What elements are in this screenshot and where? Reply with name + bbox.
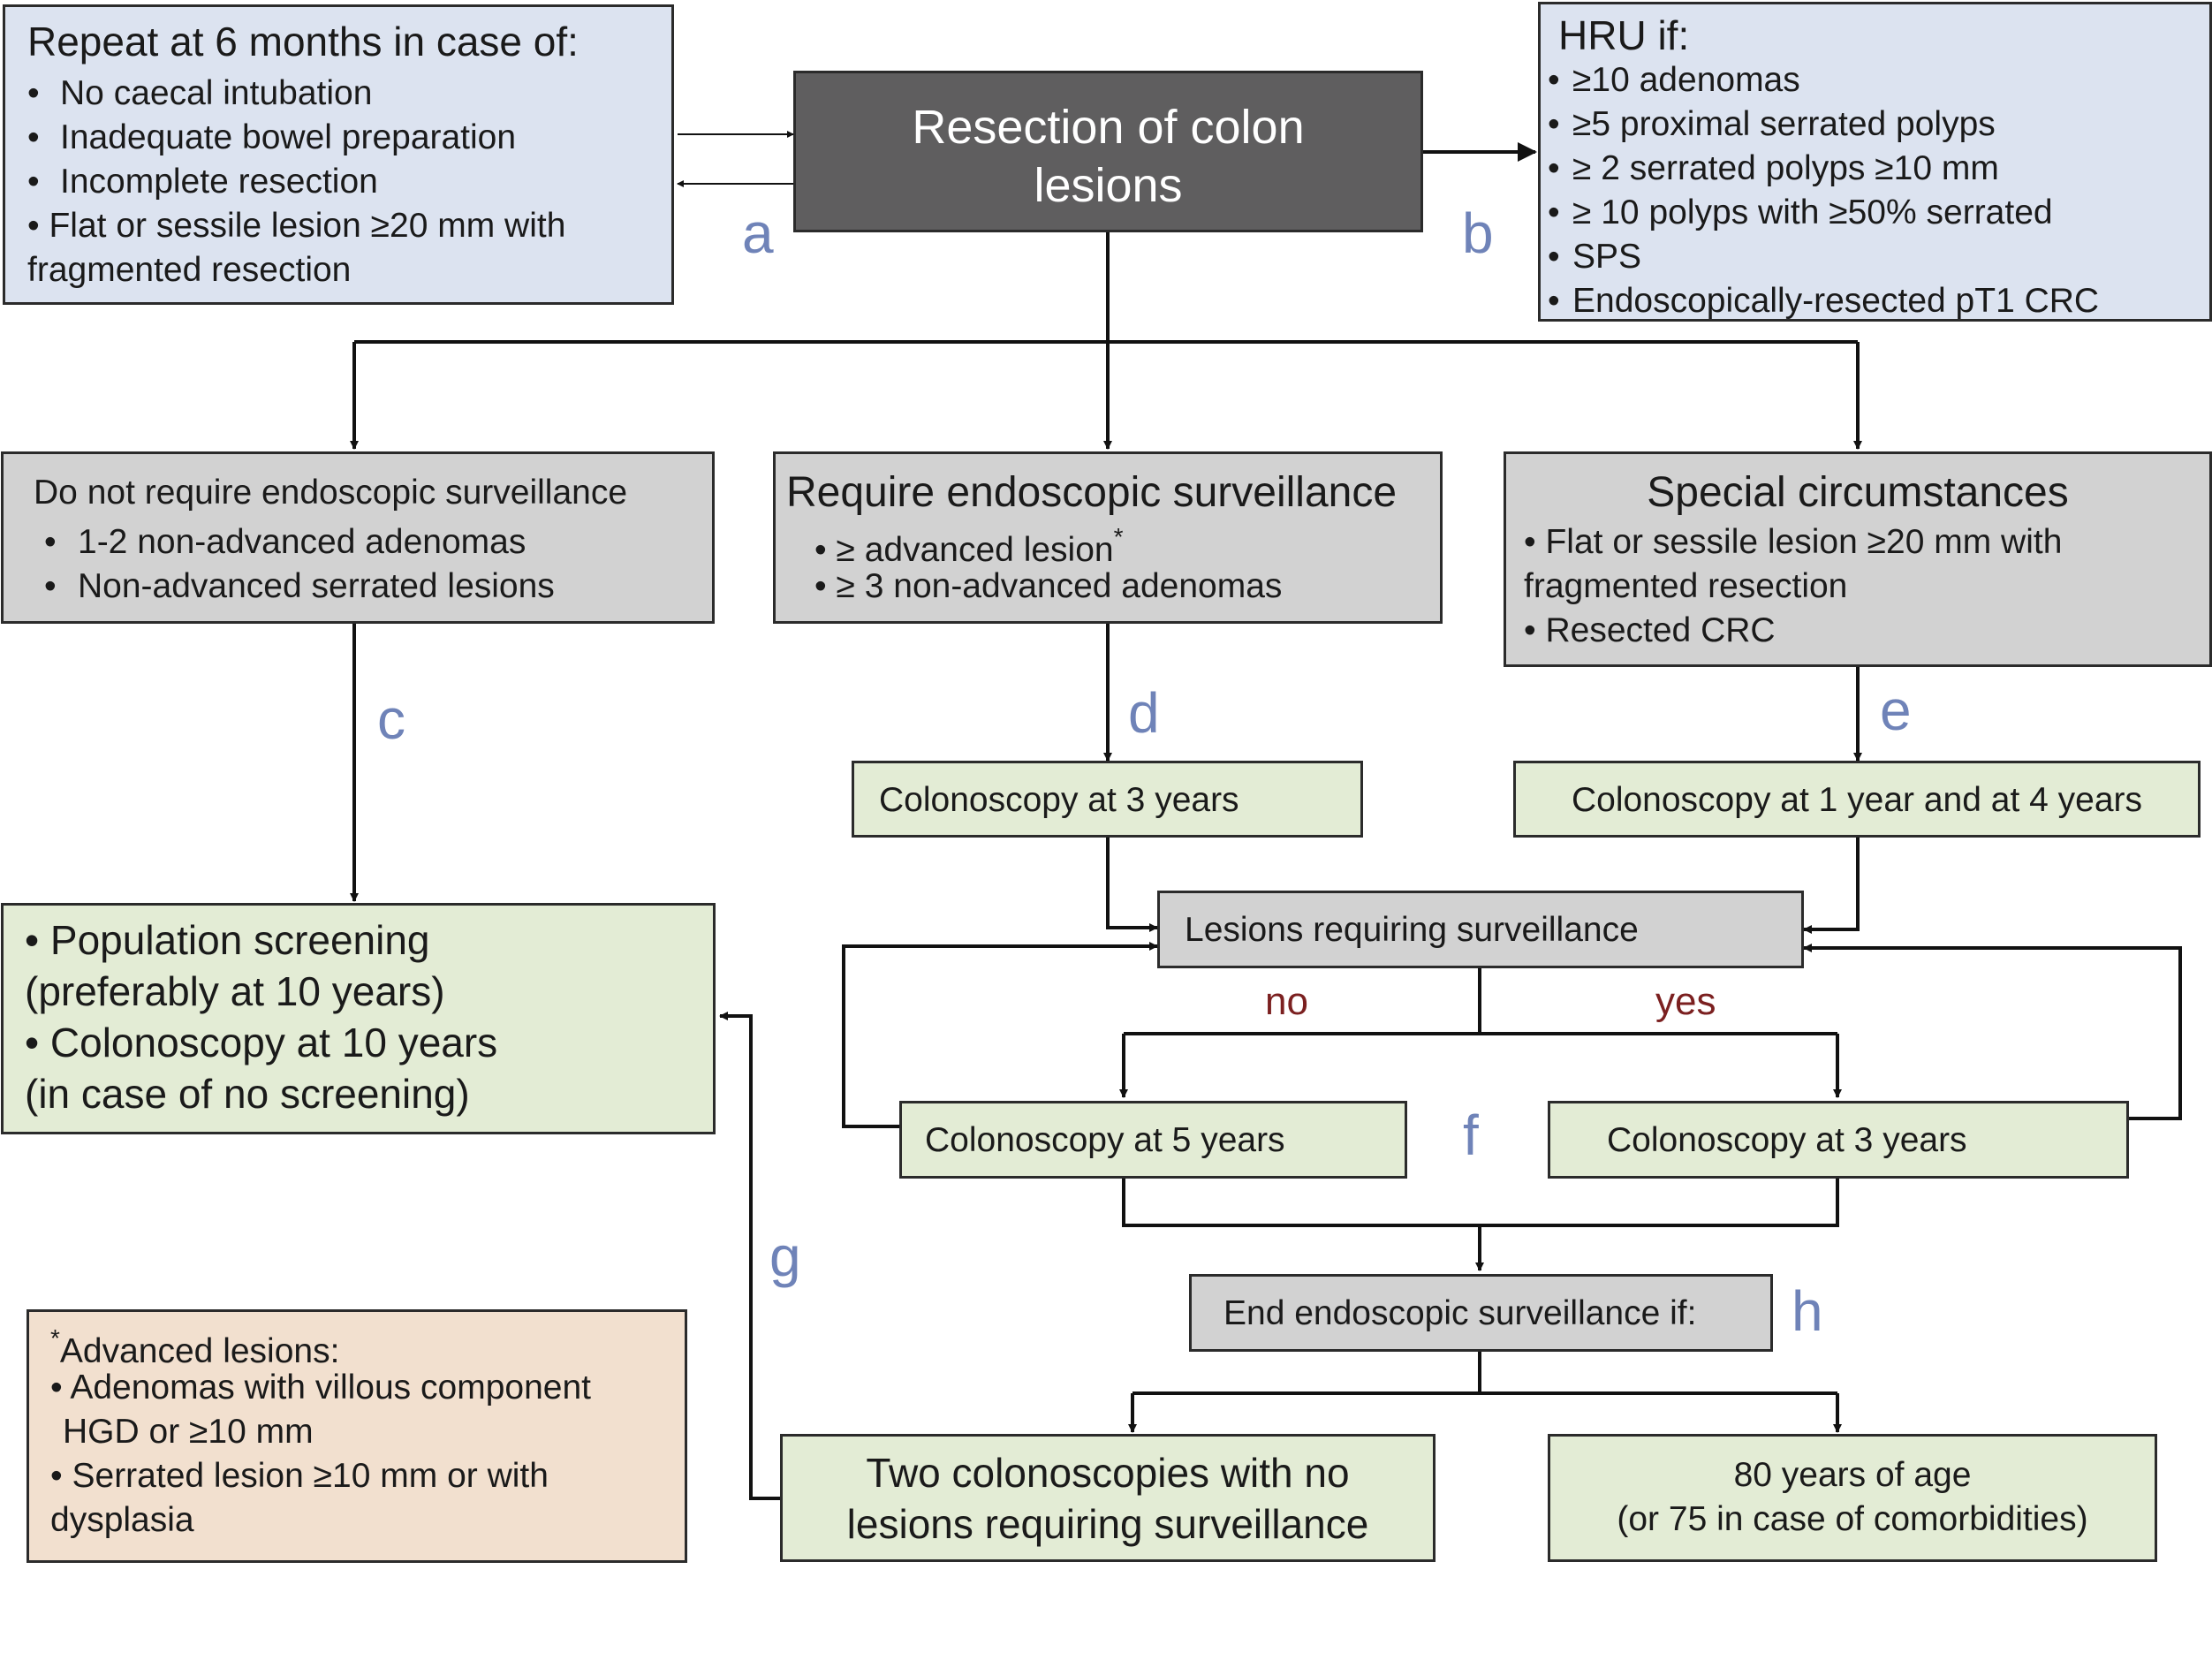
population-line-2: (preferably at 10 years) xyxy=(25,968,445,1014)
hru-item-3: ≥ 2 serrated polyps ≥10 mm xyxy=(1572,149,1999,187)
footnote-line-4: dysplasia xyxy=(50,1501,194,1539)
hru-item-1: ≥10 adenomas xyxy=(1572,61,1800,99)
repeat-item-2: Inadequate bowel preparation xyxy=(60,118,517,156)
repeat-item-4-line-1: • Flat or sessile lesion ≥20 mm with xyxy=(27,207,566,245)
lesions-requiring-surveillance-text: Lesions requiring surveillance xyxy=(1185,911,1639,949)
hru-bullet-4: • xyxy=(1548,193,1560,231)
lesions-requiring-surveillance-box: Lesions requiring surveillance xyxy=(1157,891,1804,968)
require-surveillance-item-2: • ≥ 3 non-advanced adenomas xyxy=(814,567,1283,605)
hru-item-5: SPS xyxy=(1572,238,1642,276)
hru-item-6: Endoscopically-resected pT1 CRC xyxy=(1572,282,2100,320)
arrow-g xyxy=(719,1012,780,1500)
two-colonoscopies-line-1: Two colonoscopies with no xyxy=(866,1450,1350,1496)
advanced-lesion-footnote-mark: * xyxy=(1113,523,1124,550)
require-surveillance-title: Require endoscopic surveillance xyxy=(786,469,1398,516)
hru-bullet-2: • xyxy=(1548,105,1560,143)
require-surveillance-item-1-text: • ≥ advanced lesion xyxy=(814,531,1114,569)
hru-item-4: ≥ 10 polyps with ≥50% serrated xyxy=(1572,193,2053,231)
no-surveillance-item-1: 1-2 non-advanced adenomas xyxy=(78,523,526,561)
special-line-3: • Resected CRC xyxy=(1524,611,1776,649)
repeat-bullet-2: • xyxy=(27,118,40,156)
hru-bullet-1: • xyxy=(1548,61,1560,99)
special-title: Special circumstances xyxy=(1647,469,2069,516)
step-label-c: c xyxy=(377,687,405,751)
repeat-item-1: No caecal intubation xyxy=(60,74,373,112)
age-limit-box: 80 years of age (or 75 in case of comorb… xyxy=(1548,1434,2157,1562)
footnote-title-text: Advanced lesions: xyxy=(59,1332,340,1370)
no-surveillance-bullet-1: • xyxy=(44,523,57,561)
colonoscopy-1-and-4-years-box: Colonoscopy at 1 year and at 4 years xyxy=(1513,761,2201,838)
repeat-item-3: Incomplete resection xyxy=(60,163,378,201)
repeat-bullet-3: • xyxy=(27,163,40,201)
hru-box: HRU if: • ≥10 adenomas • ≥5 proximal ser… xyxy=(1538,2,2212,322)
hru-title: HRU if: xyxy=(1558,12,1690,58)
population-line-4: (in case of no screening) xyxy=(25,1071,470,1117)
step-label-f: f xyxy=(1463,1103,1479,1167)
population-line-3: • Colonoscopy at 10 years xyxy=(25,1020,498,1065)
step-label-h: h xyxy=(1792,1279,1823,1343)
footnote-line-3: • Serrated lesion ≥10 mm or with xyxy=(50,1457,549,1495)
special-line-2: fragmented resection xyxy=(1524,567,1848,605)
hru-bullet-6: • xyxy=(1548,282,1560,320)
step-label-b: b xyxy=(1462,201,1494,265)
colonoscopy-5-years-box: Colonoscopy at 5 years xyxy=(899,1101,1407,1179)
colonoscopy-3-years-top-text: Colonoscopy at 3 years xyxy=(879,781,1239,819)
connector-merge xyxy=(1122,1179,1839,1227)
repeat-item-4-line-2: fragmented resection xyxy=(27,251,352,289)
advanced-lesions-footnote-box: *Advanced lesions: • Adenomas with villo… xyxy=(27,1309,687,1563)
population-line-1: • Population screening xyxy=(25,917,430,963)
repeat-6-months-box: Repeat at 6 months in case of: • No caec… xyxy=(3,4,674,305)
two-colonoscopies-line-2: lesions requiring surveillance xyxy=(846,1501,1369,1547)
resection-line-2: lesions xyxy=(1034,159,1183,212)
colonoscopy-3-years-bottom-text: Colonoscopy at 3 years xyxy=(1607,1121,1967,1159)
branch-label-no: no xyxy=(1265,980,1308,1023)
repeat-bullet-1: • xyxy=(27,74,40,112)
special-line-1: • Flat or sessile lesion ≥20 mm with xyxy=(1524,523,2063,561)
step-label-g: g xyxy=(769,1225,801,1288)
branch-label-yes: yes xyxy=(1655,980,1716,1023)
footnote-title: *Advanced lesions: xyxy=(50,1326,339,1369)
hru-item-2: ≥5 proximal serrated polyps xyxy=(1572,105,1996,143)
end-surveillance-box: End endoscopic surveillance if: xyxy=(1189,1274,1773,1352)
population-screening-box: • Population screening (preferably at 10… xyxy=(1,903,716,1134)
require-surveillance-box: Require endoscopic surveillance • ≥ adva… xyxy=(773,451,1443,624)
colonoscopy-3-years-top-box: Colonoscopy at 3 years xyxy=(852,761,1363,838)
age-limit-line-1: 80 years of age xyxy=(1733,1456,1972,1494)
age-limit-line-2: (or 75 in case of comorbidities) xyxy=(1617,1500,2088,1538)
colonoscopy-1-and-4-years-text: Colonoscopy at 1 year and at 4 years xyxy=(1571,781,2143,819)
loop-3y-to-lesions xyxy=(1803,944,2182,1120)
step-label-e: e xyxy=(1880,679,1912,742)
resection-line-1: Resection of colon xyxy=(912,101,1305,154)
footnote-line-2: HGD or ≥10 mm xyxy=(63,1413,314,1451)
no-surveillance-title: Do not require endoscopic surveillance xyxy=(34,474,628,512)
no-surveillance-box: Do not require endoscopic surveillance •… xyxy=(1,451,715,624)
end-surveillance-text: End endoscopic surveillance if: xyxy=(1223,1294,1697,1332)
special-circumstances-box: Special circumstances • Flat or sessile … xyxy=(1504,451,2212,667)
two-colonoscopies-box: Two colonoscopies with no lesions requir… xyxy=(780,1434,1436,1562)
connector-1y4y-to-lesions xyxy=(1803,838,1860,934)
colonoscopy-5-years-text: Colonoscopy at 5 years xyxy=(925,1121,1285,1159)
require-surveillance-item-1: • ≥ advanced lesion* xyxy=(814,523,1124,569)
colonoscopy-3-years-bottom-box: Colonoscopy at 3 years xyxy=(1548,1101,2129,1179)
footnote-mark: * xyxy=(50,1324,60,1352)
step-label-a: a xyxy=(742,201,774,265)
loop-5y-to-lesions xyxy=(842,942,1158,1128)
step-label-d: d xyxy=(1128,681,1160,745)
hru-bullet-3: • xyxy=(1548,149,1560,187)
no-surveillance-item-2: Non-advanced serrated lesions xyxy=(78,567,555,605)
connector-3y-to-lesions xyxy=(1106,838,1158,932)
repeat-title: Repeat at 6 months in case of: xyxy=(27,19,579,64)
no-surveillance-bullet-2: • xyxy=(44,567,57,605)
footnote-line-1: • Adenomas with villous component xyxy=(50,1369,591,1407)
hru-bullet-5: • xyxy=(1548,238,1560,276)
resection-box: Resection of colon lesions xyxy=(793,71,1423,232)
